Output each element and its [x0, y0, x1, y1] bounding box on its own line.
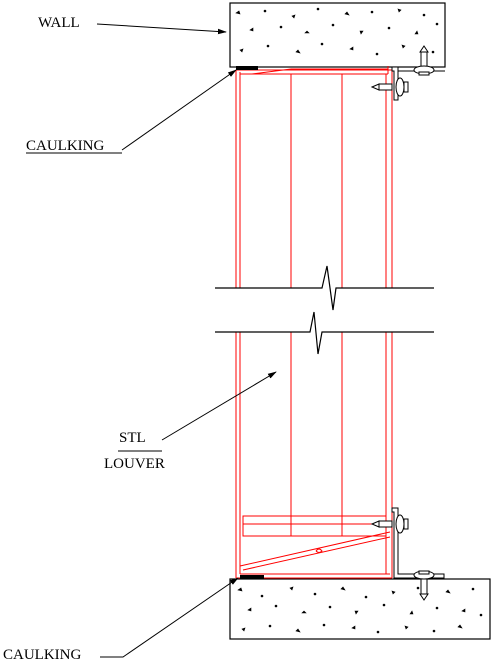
- upper-break-line: [215, 265, 434, 311]
- top-wall-aggregate: [235, 7, 439, 56]
- top-wall: [229, 2, 446, 68]
- wall-leader: [96, 23, 227, 35]
- bottom-anchor-bolt: [413, 570, 435, 601]
- top-caulking-bead: [236, 66, 258, 70]
- top-side-screw: [370, 77, 409, 97]
- louver-label-line2: LOUVER: [104, 456, 165, 472]
- bottom-side-screw: [370, 514, 409, 534]
- bottom-wall-outline: [229, 578, 491, 640]
- bottom-wall-aggregate: [237, 586, 483, 634]
- bottom-wall: [229, 578, 491, 640]
- louver-label-line1: STL: [119, 430, 146, 446]
- caulking-bottom-label: CAULKING: [3, 647, 81, 663]
- wall-label: WALL: [38, 15, 80, 31]
- louver-upper-section: [235, 66, 393, 288]
- leaders: [96, 23, 277, 658]
- bottom-caulking-bead: [240, 575, 264, 579]
- louver: [235, 66, 393, 579]
- caulking-top-label: CAULKING: [26, 138, 104, 154]
- top-anchor-bolt: [413, 45, 435, 76]
- lower-break-line: [215, 311, 434, 355]
- top-wall-outline: [229, 2, 446, 68]
- louver-lower-section: [235, 332, 393, 579]
- louver-leader: [161, 371, 277, 441]
- caulking-top-leader: [121, 69, 237, 151]
- break-lines: [215, 265, 434, 355]
- caulking-bottom-leader: [100, 577, 239, 658]
